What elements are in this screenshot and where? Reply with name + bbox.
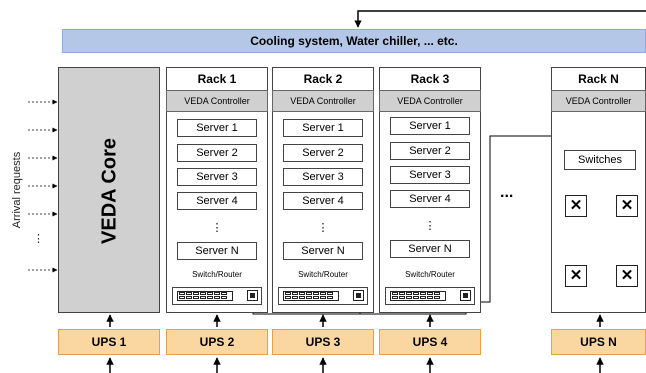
arrival-requests-label: Arrival requests [11, 151, 23, 229]
switch-router-label: Switch/Router [192, 270, 242, 279]
veda-controller: VEDA Controller [272, 90, 374, 112]
server-4: Server 4 [177, 192, 257, 210]
cooling-label: Cooling system, Water chiller, ... etc. [250, 34, 458, 48]
ups-1: UPS 1 [58, 329, 160, 355]
server-3: Server 3 [390, 166, 470, 184]
arrival-dots: ⋮ [33, 233, 44, 245]
veda-controller: VEDA Controller [166, 90, 268, 112]
server-dots: ⋮ [424, 219, 436, 232]
server-4: Server 4 [390, 190, 470, 208]
server-4: Server 4 [283, 192, 363, 210]
veda-core: VEDA Core [58, 67, 160, 313]
switches-box: Switches [564, 150, 636, 170]
server-dots: ⋮ [317, 221, 329, 234]
rack-3: Rack 3 VEDA Controller Server 1 Server 2… [379, 67, 481, 313]
uplink-port-icon [353, 290, 364, 301]
arrival-arrows [28, 99, 58, 273]
server-n: Server N [177, 242, 257, 260]
ups-arrows [106, 314, 604, 373]
rack-title: Rack 3 [410, 72, 450, 86]
rack-title: Rack 2 [303, 72, 343, 86]
veda-controller: VEDA Controller [551, 90, 646, 112]
server-1: Server 1 [283, 119, 363, 137]
ups-3: UPS 3 [272, 329, 374, 355]
rack-2: Rack 2 VEDA Controller Server 1 Server 2… [272, 67, 374, 313]
ups-2: UPS 2 [166, 329, 268, 355]
server-n: Server N [283, 242, 363, 260]
veda-controller: VEDA Controller [379, 90, 481, 112]
veda-core-label: VEDA Core [98, 138, 121, 244]
network-switch-icon: ✕ [616, 195, 638, 217]
server-2: Server 2 [283, 144, 363, 162]
port-panel-icon [177, 291, 233, 301]
switch-router-label: Switch/Router [298, 270, 348, 279]
network-switch-icon: ✕ [565, 195, 587, 217]
cooling-feed-arrow [354, 10, 646, 28]
server-2: Server 2 [177, 144, 257, 162]
more-racks-ellipsis: ... [500, 184, 514, 201]
ups-4: UPS 4 [379, 329, 481, 355]
uplink-port-icon [247, 290, 258, 301]
switch-router [278, 287, 368, 305]
rack-title: Rack 1 [197, 72, 237, 86]
server-2: Server 2 [390, 142, 470, 160]
rack-1: Rack 1 VEDA Controller Server 1 Server 2… [166, 67, 268, 313]
server-n: Server N [390, 240, 470, 258]
server-3: Server 3 [283, 168, 363, 186]
server-1: Server 1 [177, 119, 257, 137]
port-panel-icon [283, 291, 339, 301]
switch-router-label: Switch/Router [405, 270, 455, 279]
ups-n: UPS N [551, 329, 646, 355]
server-dots: ⋮ [211, 221, 223, 234]
rack-n: Rack N VEDA Controller Switches ✕ ✕ ✕ ✕ [551, 67, 646, 313]
port-panel-icon [390, 291, 446, 301]
server-3: Server 3 [177, 168, 257, 186]
server-1: Server 1 [390, 117, 470, 135]
network-switch-icon: ✕ [565, 265, 587, 287]
cooling-system-bar: Cooling system, Water chiller, ... etc. [62, 29, 646, 53]
switch-router [172, 287, 262, 305]
network-switch-icon: ✕ [616, 265, 638, 287]
rack-title: Rack N [578, 72, 619, 86]
uplink-port-icon [460, 290, 471, 301]
switch-router [385, 287, 475, 305]
